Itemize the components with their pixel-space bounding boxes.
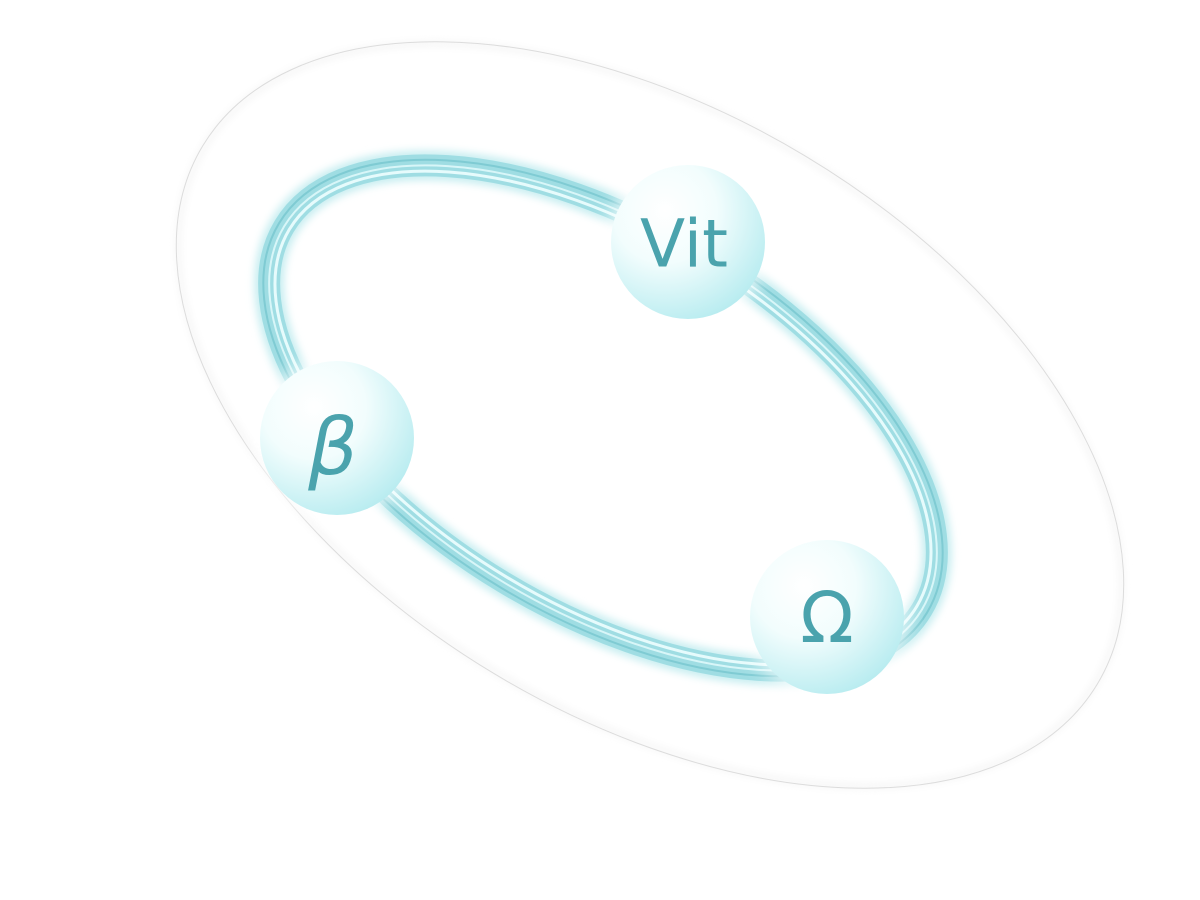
- sphere-omega: [750, 540, 904, 694]
- outer-halo: [175, 41, 1125, 789]
- node-omega: Ω: [747, 537, 907, 697]
- label-beta: β: [307, 403, 358, 493]
- sphere-beta: [260, 361, 414, 515]
- label-omega: Ω: [800, 577, 854, 659]
- label-vit: Vit: [640, 206, 728, 283]
- node-beta: β: [257, 358, 417, 518]
- node-vit: Vit: [608, 162, 768, 322]
- sphere-vit: [611, 165, 765, 319]
